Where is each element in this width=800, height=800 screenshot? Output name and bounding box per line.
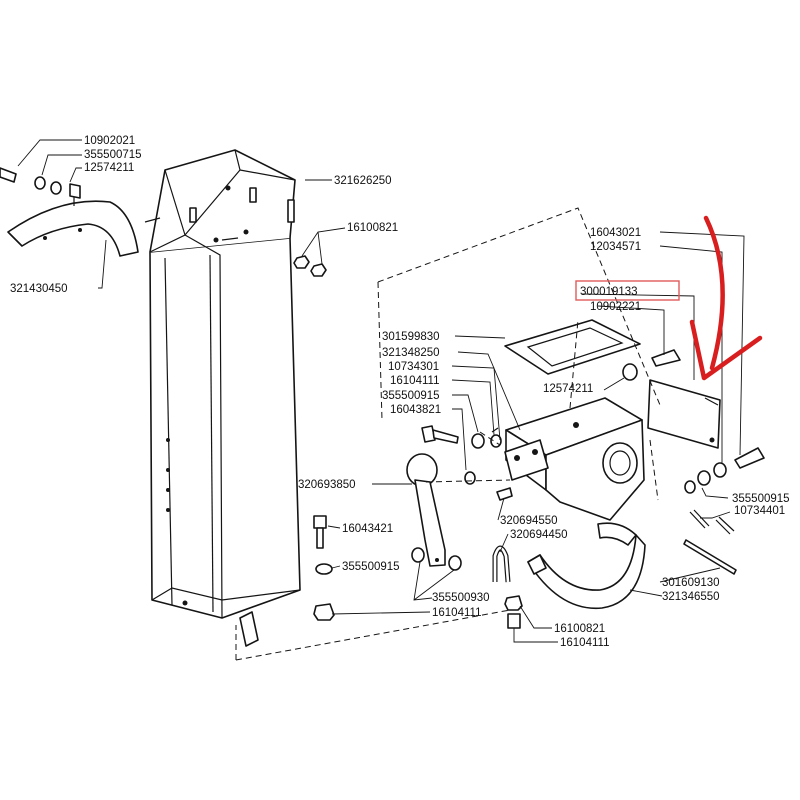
- label-300019133: 300019133: [580, 286, 638, 298]
- label-355500930: 355500930: [432, 592, 490, 604]
- label-355500715: 355500715: [84, 149, 142, 161]
- label-320694450: 320694450: [510, 529, 568, 541]
- washer-right-c: [684, 480, 696, 494]
- bolt-16043421: [313, 515, 327, 549]
- label-12574211: 12574211: [84, 162, 134, 174]
- nut-16100821: [504, 595, 523, 611]
- label-16043821: 16043821: [390, 404, 441, 416]
- label-321430450: 321430450: [10, 283, 68, 295]
- guard-plate: [7, 196, 139, 257]
- lever-320693850: [406, 453, 446, 567]
- highlight-box: [575, 280, 680, 301]
- label-321346550: 321346550: [662, 591, 720, 603]
- label-16104111-bottom: 16104111: [560, 637, 609, 649]
- label-12574211-right: 12574211: [543, 383, 593, 395]
- label-321348250: 321348250: [382, 347, 440, 359]
- u-bolt: [492, 545, 511, 583]
- hardware-top-left: [0, 167, 81, 199]
- curved-guard: [527, 522, 646, 610]
- pin-320694550: [496, 487, 513, 501]
- label-301609130: 301609130: [662, 577, 720, 589]
- nut-16104111-left: [313, 603, 335, 621]
- label-16104111-left: 16104111: [432, 607, 481, 619]
- label-301599830: 301599830: [382, 331, 440, 343]
- bolt-16043821: [421, 425, 459, 444]
- spacer-12574211: [622, 363, 638, 381]
- washer-right-a: [713, 462, 727, 478]
- label-16043021: 16043021: [590, 227, 641, 239]
- washer-right-b: [697, 470, 711, 486]
- pins: [683, 509, 737, 575]
- plate-300019133: [647, 379, 721, 449]
- label-320694550: 320694550: [500, 515, 558, 527]
- washer-355500915-left: [315, 563, 333, 575]
- label-10734301: 10734301: [388, 361, 439, 373]
- label-16100821-bottom: 16100821: [554, 623, 605, 635]
- label-320693850: 320693850: [298, 479, 356, 491]
- label-355500915-left: 355500915: [342, 561, 400, 573]
- washer-355500930-a: [411, 547, 425, 563]
- label-16104111-mid: 16104111: [390, 375, 439, 387]
- label-321626250: 321626250: [334, 175, 392, 187]
- label-16043421: 16043421: [342, 523, 393, 535]
- washer-355500915: [471, 427, 502, 449]
- washer-355500930-b: [448, 555, 462, 571]
- label-10734401: 10734401: [734, 505, 785, 517]
- part-labels: 10902021 355500715 12574211 321626250 16…: [10, 135, 790, 649]
- leader-lines: [17, 139, 745, 643]
- label-12034571: 12034571: [590, 241, 641, 253]
- nuts-upper: [293, 255, 327, 277]
- housing-321348250: [504, 397, 645, 521]
- label-10902221: 10902221: [590, 301, 641, 313]
- bolt-16043021: [734, 447, 765, 469]
- bolt-10902221: [651, 349, 681, 367]
- label-10902021: 10902021: [84, 135, 135, 147]
- label-355500915-mid: 355500915: [382, 390, 440, 402]
- column-assembly: [144, 149, 511, 661]
- label-355500915-right: 355500915: [732, 493, 790, 505]
- nut-16104111: [507, 613, 521, 629]
- label-16100821-top: 16100821: [347, 222, 398, 234]
- red-arrow-icon: [689, 215, 763, 381]
- nut-center-left: [464, 471, 476, 485]
- gasket-301599830: [504, 319, 641, 375]
